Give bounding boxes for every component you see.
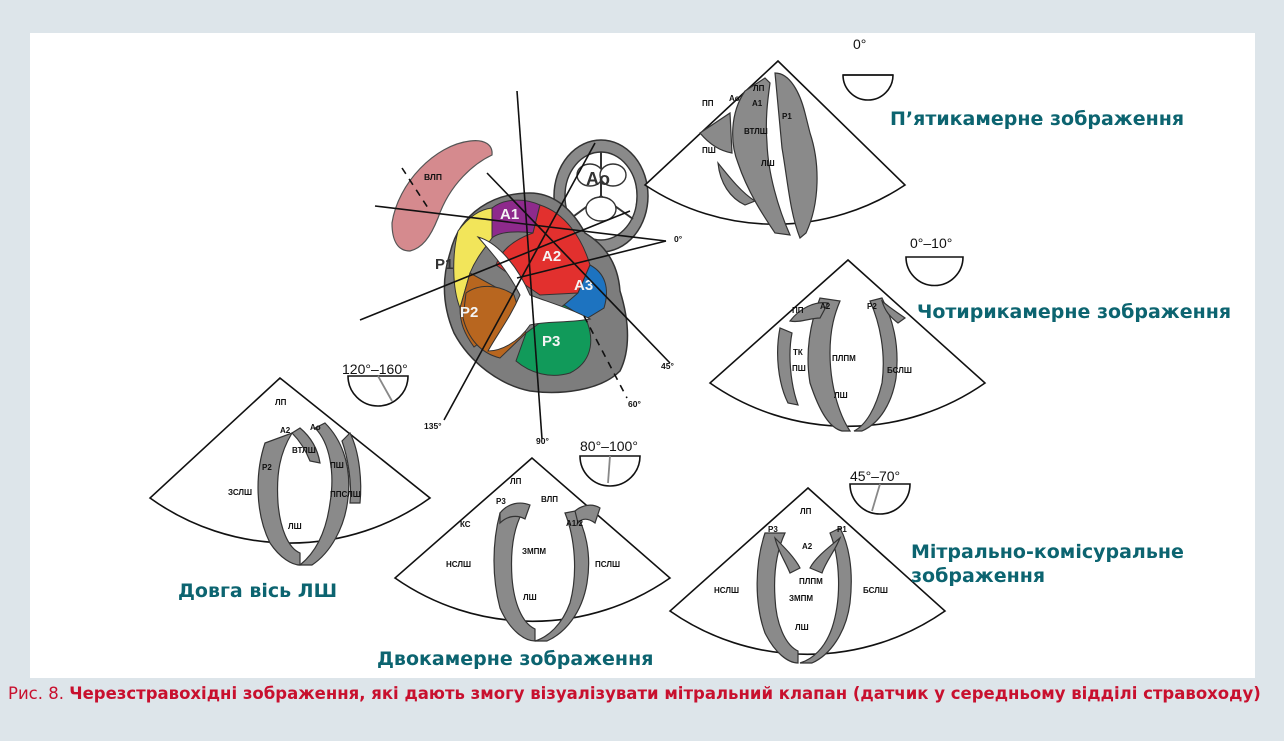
- tc-p3: Р3: [496, 497, 506, 506]
- tc-a12: А1/2: [566, 519, 583, 528]
- two-chamber-angle-dial: [580, 456, 640, 486]
- tc-ks: КС: [460, 520, 471, 529]
- mc-plpm: ПЛПМ: [799, 577, 823, 586]
- tc-zmpm: ЗМПМ: [522, 547, 546, 556]
- fc4-plpm: ПЛПМ: [832, 354, 856, 363]
- mc-p3: Р3: [768, 525, 778, 534]
- two-chamber-angle: 80°–100°: [580, 438, 638, 454]
- fc4-psh: ПШ: [792, 364, 806, 373]
- long-axis-angle-dial: [348, 376, 408, 406]
- la-a2: А2: [280, 426, 291, 435]
- caption-prefix: Рис. 8.: [8, 684, 64, 703]
- vlp-label: ВЛП: [424, 172, 442, 182]
- mitral-commissural-angle: 45°–70°: [850, 468, 900, 484]
- mc-bslsh: БСЛШ: [863, 586, 888, 595]
- fc-pp: ПП: [702, 99, 714, 108]
- tc-pslsh: ПСЛШ: [595, 560, 620, 569]
- fc4-lsh: ЛШ: [834, 391, 848, 400]
- la-zslsh: ЗСЛШ: [228, 488, 252, 497]
- la-vtlsh: ВТЛШ: [292, 446, 316, 455]
- ao-label: Ао: [586, 169, 610, 189]
- two-chamber-title: Двокамерне зображення: [377, 647, 653, 671]
- four-chamber-title: Чотирикамерне зображення: [917, 300, 1231, 324]
- fc-lsh: ЛШ: [761, 159, 775, 168]
- mitral-commissural-sector: ЛП Р3 Р1 А2 ПЛПМ ЗМПМ НСЛШ БСЛШ ЛШ: [670, 488, 945, 663]
- tc-lp: ЛП: [510, 477, 522, 486]
- angle-45-label: 45°: [661, 361, 674, 371]
- mc-lsh: ЛШ: [795, 623, 809, 632]
- long-axis-title: Довга вісь ЛШ: [178, 579, 337, 603]
- mc-a2: А2: [802, 542, 813, 551]
- scallop-a2-label: А2: [542, 248, 561, 265]
- four-chamber-angle: 0°–10°: [910, 235, 952, 251]
- la-psh: ПШ: [330, 461, 344, 470]
- fc-ao: Ао: [729, 94, 740, 103]
- tc-nslsh: НСЛШ: [446, 560, 471, 569]
- fc4-p2: Р2: [867, 302, 877, 311]
- figure-panel: .wall{fill:#8a8a8a;stroke:#333;stroke-wi…: [30, 33, 1255, 678]
- fc-a1: А1: [752, 99, 763, 108]
- la-lp: ЛП: [275, 398, 287, 407]
- angle-60-label: 60°: [628, 399, 641, 409]
- fc4-pp: ПП: [792, 306, 804, 315]
- la-lsh: ЛШ: [288, 522, 302, 531]
- mitral-valve-diagram: ВЛП Ао А1 А2 А3 Р1 Р2 Р3: [360, 91, 683, 446]
- mc-lp: ЛП: [800, 507, 812, 516]
- mc-p1: Р1: [837, 525, 847, 534]
- five-chamber-angle-dial: [843, 75, 893, 100]
- scallop-p3-label: Р3: [542, 333, 560, 350]
- five-chamber-title: П’ятикамерне зображення: [890, 107, 1184, 131]
- fc-lp: ЛП: [753, 84, 765, 93]
- two-chamber-sector: ЛП Р3 ВЛП КС А1/2 ЗМПМ НСЛШ ПСЛШ ЛШ: [395, 458, 670, 641]
- fc-vtlsh: ВТЛШ: [744, 127, 768, 136]
- tc-vlp: ВЛП: [541, 495, 558, 504]
- mitral-commissural-title-line2: зображення: [911, 564, 1045, 588]
- fc-p1: Р1: [782, 112, 792, 121]
- tc-lsh: ЛШ: [523, 593, 537, 602]
- mc-nslsh: НСЛШ: [714, 586, 739, 595]
- scallop-a1-label: А1: [500, 206, 519, 223]
- fc-psh: ПШ: [702, 146, 716, 155]
- la-ao: Ао: [310, 423, 321, 432]
- figure-caption: Рис. 8. Черезстравохідні зображення, які…: [8, 683, 1276, 704]
- long-axis-sector: ЛП А2 Ао Р2 ВТЛШ ПШ ЗСЛШ ППСЛШ ЛШ: [150, 378, 430, 565]
- four-chamber-sector: ПП А2 Р2 ТК ПШ ПЛПМ ЛШ БСЛШ: [710, 260, 985, 431]
- scallop-p1-label: Р1: [435, 256, 453, 273]
- mitral-commissural-title-line1: Мітрально-комісуральне: [911, 540, 1184, 564]
- long-axis-angle: 120°–160°: [342, 361, 408, 377]
- five-chamber-angle: 0°: [853, 36, 866, 52]
- fc4-a2: А2: [820, 302, 831, 311]
- scallop-p2-label: Р2: [460, 304, 478, 321]
- fc4-tk: ТК: [793, 348, 803, 357]
- angle-135-label: 135°: [424, 421, 442, 431]
- la-ppslsh: ППСЛШ: [330, 490, 361, 499]
- mitral-commissural-angle-dial: [850, 484, 910, 514]
- fc4-bslsh: БСЛШ: [887, 366, 912, 375]
- la-p2: Р2: [262, 463, 272, 472]
- mc-zmpm: ЗМПМ: [789, 594, 813, 603]
- four-chamber-angle-dial: [906, 257, 963, 286]
- angle-90-label: 90°: [536, 436, 549, 446]
- caption-text: Черезстравохідні зображення, які дають з…: [69, 684, 1261, 703]
- angle-0-label: 0°: [674, 234, 683, 244]
